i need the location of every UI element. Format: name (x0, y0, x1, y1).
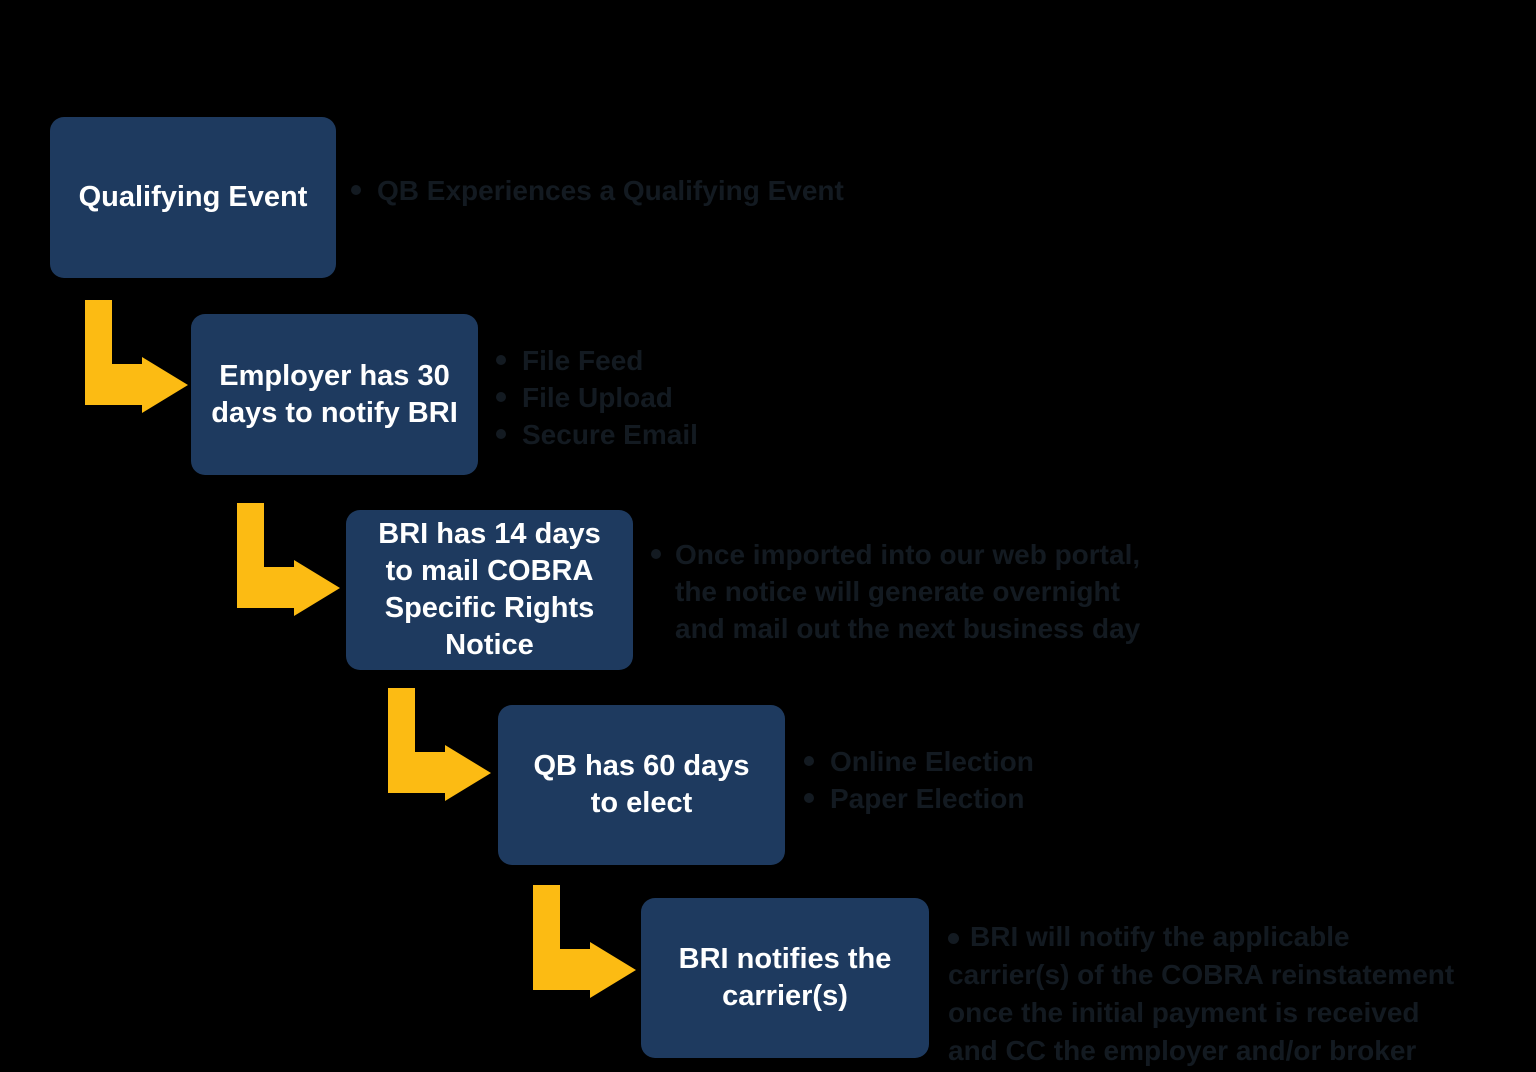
elbow-arrow-icon (85, 300, 188, 413)
bullet-item: QB Experiences a Qualifying Event (351, 172, 991, 209)
bullet-line: the notice will generate overnight (675, 576, 1120, 607)
bullet-item: Secure Email (496, 416, 826, 453)
bullet-list-carrier-notification: BRI will notify the applicable carrier(s… (948, 918, 1508, 1070)
step-box-label-line: BRI notifies the (678, 943, 892, 975)
step-box-label-line: carrier(s) (722, 980, 848, 1012)
bullet-line: Once imported into our web portal, (675, 539, 1141, 570)
bullet-line: carrier(s) of the COBRA reinstatement (948, 959, 1455, 990)
bullet-item: Once imported into our web portal, the n… (651, 536, 1196, 647)
step-box-label-line: QB has 60 days (533, 750, 750, 782)
step-box-label-line: Employer has 30 (219, 359, 450, 392)
step-box-label-line: to mail COBRA (385, 555, 594, 587)
step-box-label-line: to elect (590, 787, 693, 819)
bullet-list-election-methods: Online Election Paper Election (804, 743, 1134, 817)
step-box-label-line: days to notify BRI (211, 396, 458, 429)
bullet-item: Paper Election (804, 780, 1134, 817)
step-box-label-line: BRI has 14 days (378, 518, 601, 550)
step-box-qualifying-event: Qualifying Event (50, 117, 336, 278)
bullet-dot-icon (948, 933, 959, 944)
elbow-arrow-icon (237, 503, 340, 616)
step-box-qb-elect: QB has 60 days to elect (498, 705, 785, 865)
bullet-line: and mail out the next business day (675, 613, 1141, 644)
bullet-list-notice-generation: Once imported into our web portal, the n… (651, 536, 1196, 647)
bullet-line: and CC the employer and/or broker (948, 1035, 1417, 1066)
step-box-bri-mail-notice: BRI has 14 days to mail COBRA Specific R… (346, 510, 633, 670)
step-box-label-line: Specific Rights (384, 592, 595, 624)
step-box-employer-notify: Employer has 30 days to notify BRI (191, 314, 478, 475)
step-box-bri-notifies-carriers: BRI notifies the carrier(s) (641, 898, 929, 1058)
step-box-label: Qualifying Event (78, 181, 308, 213)
bullet-item: File Upload (496, 379, 826, 416)
step-box-label-line: Notice (445, 629, 534, 661)
bullet-line-text: BRI will notify the applicable (970, 921, 1350, 952)
bullet-list-qualifying-event: QB Experiences a Qualifying Event (351, 172, 991, 209)
bullet-item: File Feed (496, 342, 826, 379)
bullet-line: once the initial payment is received (948, 997, 1420, 1028)
elbow-arrow-icon (533, 885, 636, 998)
elbow-arrow-icon (388, 688, 491, 801)
bullet-line: BRI will notify the applicable (948, 918, 1508, 956)
bullet-list-notify-methods: File Feed File Upload Secure Email (496, 342, 826, 453)
bullet-item: Online Election (804, 743, 1134, 780)
